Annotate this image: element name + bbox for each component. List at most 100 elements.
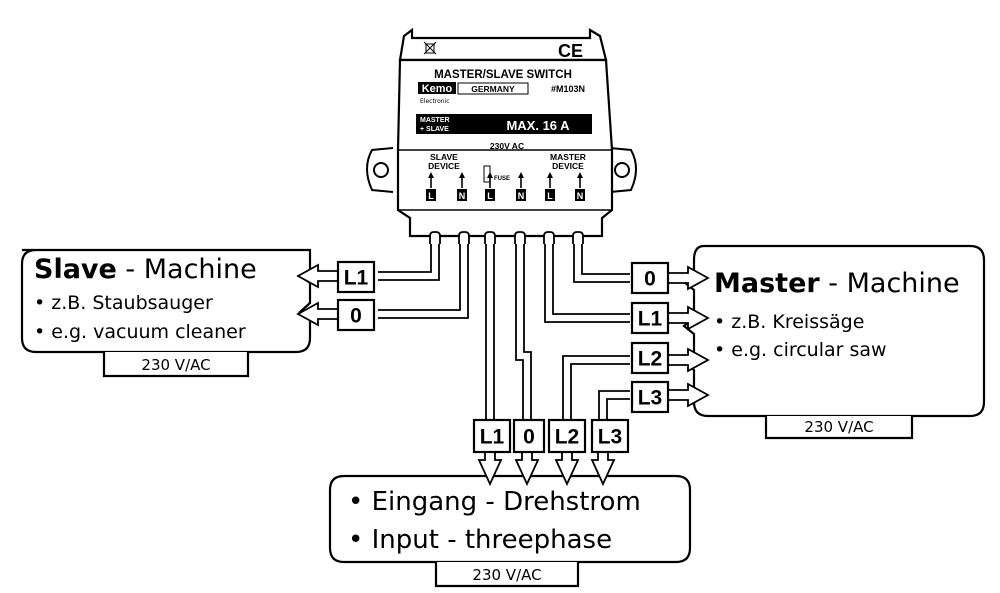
terminal-box [485, 189, 495, 201]
master-voltage-tab [764, 416, 914, 440]
terminal-arrow-head [547, 172, 553, 178]
wire-l3-a [598, 390, 630, 420]
wire-stub-1 [429, 231, 441, 244]
part-number: #M103N [551, 84, 585, 94]
slave-voltage-tab [102, 352, 250, 378]
input-label-l2: L2 [547, 418, 587, 454]
rating-bar [416, 114, 592, 134]
master-device-label-line2: DEVICE [552, 161, 584, 171]
terminal-3: L [485, 172, 495, 201]
brand-name: Kemo [422, 83, 453, 95]
ac-label: 230V AC [490, 141, 524, 151]
right-mounting-hole [614, 162, 630, 178]
master-machine: 230 V/AC Master - Machine • z.B. Kreissä… [682, 244, 986, 440]
terminal-letter: N [577, 191, 584, 201]
wire-slave-0-b [378, 244, 469, 319]
module-title: MASTER/SLAVE SWITCH [434, 69, 572, 81]
master-device-label-line1: MASTER [550, 152, 586, 162]
terminal-box [426, 189, 436, 201]
rating-left-line2: + SLAVE [420, 126, 449, 133]
master-bullet-2: • e.g. circular saw [714, 339, 887, 361]
wire-stub-4 [514, 231, 526, 244]
slave-machine: 230 V/AC Slave - Machine • z.B. Staubsau… [20, 248, 312, 378]
slave-label-0: 0 [336, 298, 376, 332]
terminal-arrow-head [487, 172, 493, 178]
wire-master-l1-a [544, 244, 630, 323]
input-bullet-1: • Eingang - Drehstrom [348, 487, 641, 517]
module-body [396, 58, 614, 238]
terminal-box [457, 189, 467, 201]
terminal-letter: L [487, 191, 493, 201]
terminal-5: L [545, 172, 555, 201]
wire-input-0-b [523, 244, 532, 420]
wire-stub-3 [484, 231, 496, 244]
wire-slave-l1-b [378, 244, 440, 281]
wire-master-0-b [581, 244, 630, 275]
slave-label-l1-frame [336, 260, 376, 294]
terminal-arrow-head [518, 172, 524, 178]
wire-stub-5 [543, 231, 555, 244]
slave-title-bold: Slave [34, 254, 117, 285]
ce-mark: CE [558, 41, 583, 61]
brand-badge [418, 82, 456, 94]
master-bullet-1: • z.B. Kreissäge [714, 311, 864, 333]
wire-stub-2 [458, 231, 470, 244]
input-voltage-label: 230 V/AC [472, 566, 541, 584]
slave-label-l1: L1 [336, 260, 376, 294]
slave-bullet-2: • e.g. vacuum cleaner [34, 321, 246, 343]
input-label-0-text: 0 [523, 426, 535, 449]
country-box [457, 82, 529, 95]
wire-l3-b [606, 398, 630, 420]
switch-module: CE MASTER/SLAVE SWITCH Kemo Electronic G… [366, 27, 637, 244]
wire-stub-6 [572, 231, 584, 244]
slave-machine-title: Slave - Machine [34, 254, 257, 285]
input-label-0: 0 [512, 418, 546, 454]
wire-slave-l1-a [378, 244, 432, 273]
brand-subtitle: Electronic [420, 98, 450, 105]
weee-bin-icon [423, 41, 437, 55]
terminal-arrow-head [459, 172, 465, 178]
master-label-l2-frame [630, 341, 670, 375]
input-label-l2-text: L2 [555, 426, 580, 449]
master-voltage-label: 230 V/AC [804, 418, 873, 436]
terminal-letter: L [428, 191, 434, 201]
terminal-6: N [575, 172, 585, 201]
rating-value: MAX. 16 A [506, 118, 570, 133]
input-label-l3-frame [590, 418, 630, 454]
input-bullet-2: • Input - threephase [348, 525, 612, 555]
master-label-0-frame [630, 261, 670, 295]
master-label-l3: L3 [630, 380, 670, 414]
master-title-rest: - Machine [820, 268, 960, 299]
input-label-l3-text: L3 [598, 426, 623, 449]
master-label-l1-text: L1 [638, 308, 663, 331]
wire-input-0-a [515, 244, 524, 420]
master-machine-box [682, 244, 986, 418]
master-label-l3-text: L3 [638, 387, 663, 410]
wire-master-l1-b [552, 244, 630, 315]
master-label-0: 0 [630, 261, 670, 295]
master-label-l2-text: L2 [638, 348, 663, 371]
terminal-arrow-head [577, 172, 583, 178]
wire-master-0-a [573, 244, 630, 283]
slave-label-l1-text: L1 [344, 267, 369, 290]
terminal-box [516, 189, 526, 201]
left-mounting-hole [373, 162, 389, 178]
master-label-0-text: 0 [644, 268, 656, 291]
input-label-l3: L3 [590, 418, 630, 454]
input-label-l2-frame [547, 418, 587, 454]
terminal-letter: N [459, 191, 466, 201]
input-label-l1: L1 [472, 418, 512, 454]
input-label-l1-frame [472, 418, 512, 454]
slave-label-0-text: 0 [350, 305, 362, 328]
terminal-arrow-head [428, 172, 434, 178]
left-mounting-ear [366, 147, 394, 193]
terminal-1: L [426, 172, 436, 201]
slave-device-label-line1: SLAVE [430, 152, 458, 162]
master-label-l2: L2 [630, 341, 670, 375]
input-threephase: 230 V/AC • Eingang - Drehstrom • Input -… [328, 474, 692, 588]
input-voltage-tab [434, 562, 580, 588]
terminal-2: N [457, 172, 467, 201]
input-label-0-frame [512, 418, 546, 454]
